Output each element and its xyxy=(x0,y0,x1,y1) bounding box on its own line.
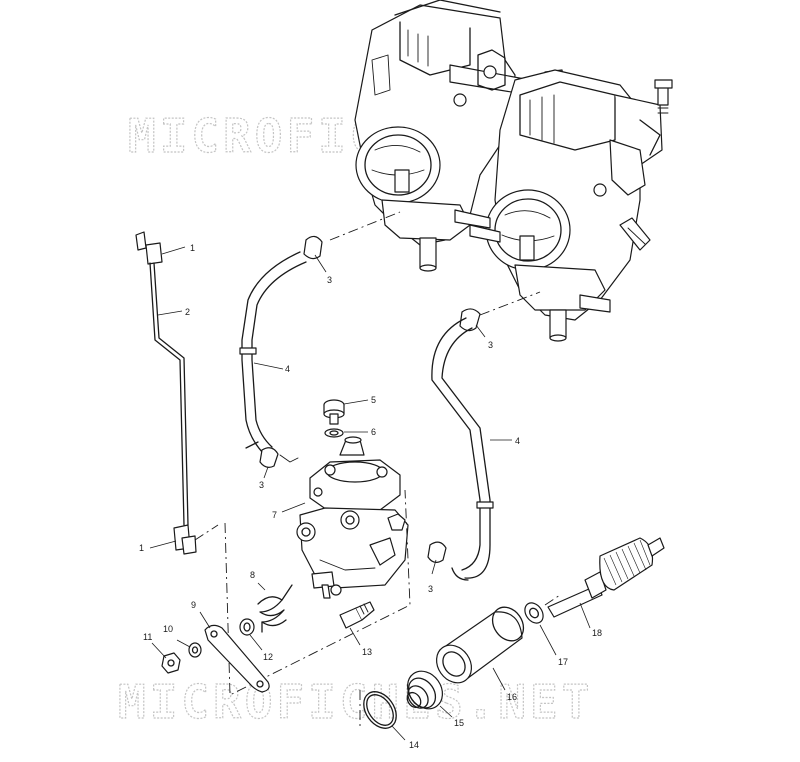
callout-1: 1 xyxy=(139,543,144,553)
callout-13: 13 xyxy=(362,647,372,657)
part-13-screw xyxy=(339,601,375,629)
callout-8: 8 xyxy=(250,570,255,580)
callout-4: 4 xyxy=(285,364,290,374)
part-5-bolt xyxy=(323,399,345,425)
part-6-washer xyxy=(324,428,344,438)
leader-lines xyxy=(149,246,591,741)
carburetor-assembly xyxy=(354,0,673,342)
callout-3: 3 xyxy=(488,340,493,350)
callout-17: 17 xyxy=(558,657,568,667)
part-7-oil-pump xyxy=(296,436,409,599)
hose-clip xyxy=(459,308,481,332)
part-15-spring-ring xyxy=(406,670,444,710)
callout-6: 6 xyxy=(371,427,376,437)
callout-18: 18 xyxy=(592,628,602,638)
callout-3: 3 xyxy=(428,584,433,594)
part-11-nut xyxy=(161,652,181,674)
callout-10: 10 xyxy=(163,624,173,634)
callout-5: 5 xyxy=(371,395,376,405)
alignment-line xyxy=(544,594,561,606)
part-2-rod xyxy=(135,231,219,555)
part-10-washer xyxy=(188,642,202,658)
part-12-ring xyxy=(239,618,255,636)
alignment-line xyxy=(224,489,411,696)
callout-4: 4 xyxy=(515,436,520,446)
hose-clip xyxy=(427,541,447,563)
part-16-sleeve xyxy=(435,606,525,684)
ring-hole xyxy=(243,622,251,632)
part-4-hose-right xyxy=(431,317,494,581)
callout-7: 7 xyxy=(272,510,277,520)
callout-labels: 1 1 2 3 3 3 3 4 4 5 6 7 8 9 10 11 12 13 … xyxy=(139,243,602,750)
callout-16: 16 xyxy=(507,692,517,702)
hose-clip xyxy=(259,447,279,468)
washer-hole xyxy=(191,646,199,654)
watermark-bottom: MICROFICHES.NET xyxy=(118,675,593,729)
callout-14: 14 xyxy=(409,740,419,750)
hose-clip xyxy=(303,235,323,260)
callout-1: 1 xyxy=(190,243,195,253)
part-9-lever xyxy=(204,624,270,693)
callout-2: 2 xyxy=(185,307,190,317)
part-8-spring xyxy=(257,584,293,633)
part-4-hose-left xyxy=(239,251,307,456)
callout-3: 3 xyxy=(327,275,332,285)
callout-12: 12 xyxy=(263,652,273,662)
part-17-washer xyxy=(524,602,544,624)
part-14-o-ring xyxy=(363,691,397,729)
callout-9: 9 xyxy=(191,600,196,610)
callout-11: 11 xyxy=(143,632,152,642)
callout-3: 3 xyxy=(259,480,264,490)
alignment-line xyxy=(329,211,401,241)
callout-15: 15 xyxy=(454,718,464,728)
part-18-gear-shaft xyxy=(547,537,665,618)
